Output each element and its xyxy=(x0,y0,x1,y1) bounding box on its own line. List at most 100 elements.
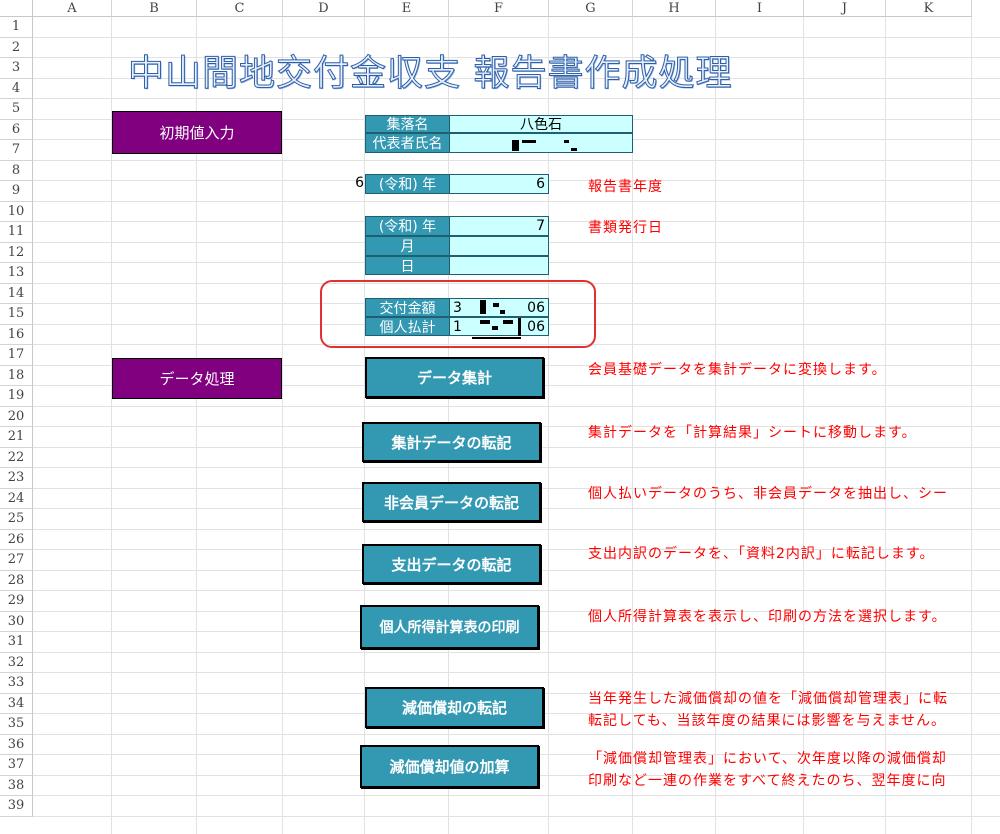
gridline xyxy=(33,282,1000,284)
redaction-mark xyxy=(564,140,569,143)
data-aggregate-button[interactable]: データ集計 xyxy=(365,357,544,398)
row-header[interactable]: 5 xyxy=(0,99,33,120)
row-header[interactable]: 37 xyxy=(0,755,33,776)
personal-total-prefix: 1 xyxy=(453,318,462,335)
gridline xyxy=(803,17,804,834)
gridline xyxy=(33,57,1000,58)
gridline xyxy=(632,17,633,834)
select-all-corner[interactable] xyxy=(0,0,33,17)
row-header[interactable]: 30 xyxy=(0,611,33,632)
row-header[interactable]: 12 xyxy=(0,242,33,263)
issue-year-label: (令和) 年 xyxy=(365,216,450,236)
row-header[interactable]: 3 xyxy=(0,58,33,79)
row-header[interactable]: 9 xyxy=(0,181,33,202)
gridline xyxy=(33,467,1000,468)
row-header[interactable]: 34 xyxy=(0,693,33,714)
row-header[interactable]: 10 xyxy=(0,201,33,222)
row-header[interactable]: 17 xyxy=(0,345,33,366)
row-header[interactable]: 39 xyxy=(0,796,33,817)
row-header[interactable]: 24 xyxy=(0,488,33,509)
representative-label: 代表者氏名 xyxy=(365,133,450,153)
personal-total-label: 個人払計 xyxy=(365,317,450,336)
row-header[interactable]: 38 xyxy=(0,775,33,796)
row-header[interactable]: 7 xyxy=(0,140,33,161)
column-header[interactable]: D xyxy=(283,0,365,17)
row-header[interactable]: 33 xyxy=(0,673,33,694)
row-header[interactable]: 14 xyxy=(0,283,33,304)
description-transfer-aggregate: 集計データを「計算結果」シートに移動します。 xyxy=(588,425,917,441)
transfer-aggregate-button[interactable]: 集計データの転記 xyxy=(362,422,541,462)
issue-date-note: 書類発行日 xyxy=(588,220,663,236)
row-header[interactable]: 21 xyxy=(0,427,33,448)
row-header[interactable]: 26 xyxy=(0,529,33,550)
village-name-label: 集落名 xyxy=(365,115,450,133)
village-name-value[interactable]: 八色石 xyxy=(449,115,633,133)
row-header[interactable]: 19 xyxy=(0,386,33,407)
transfer-depreciation-button[interactable]: 減価償却の転記 xyxy=(365,687,544,728)
print-income-table-button[interactable]: 個人所得計算表の印刷 xyxy=(360,605,539,649)
gridline xyxy=(282,17,283,834)
transfer-nonmember-button[interactable]: 非会員データの転記 xyxy=(362,482,541,522)
row-header[interactable]: 23 xyxy=(0,468,33,489)
row-header[interactable]: 16 xyxy=(0,324,33,345)
column-header[interactable]: A xyxy=(33,0,112,17)
day-value[interactable] xyxy=(449,256,549,275)
redaction-mark xyxy=(492,326,498,330)
row-header[interactable]: 28 xyxy=(0,570,33,591)
initial-input-button[interactable]: 初期値入力 xyxy=(112,111,282,154)
row-header[interactable]: 1 xyxy=(0,17,33,38)
row-header[interactable]: 13 xyxy=(0,263,33,284)
row-header[interactable]: 6 xyxy=(0,119,33,140)
column-header[interactable]: G xyxy=(549,0,633,17)
add-depreciation-button[interactable]: 減価償却値の加算 xyxy=(360,745,539,788)
row-header[interactable]: 31 xyxy=(0,632,33,653)
report-year-value[interactable]: 6 xyxy=(449,174,549,194)
grant-amount-value[interactable]: 3 06 xyxy=(449,298,549,317)
redaction-mark xyxy=(571,148,577,151)
report-year-label: (令和) 年 xyxy=(365,174,450,194)
row-header[interactable]: 2 xyxy=(0,37,33,58)
transfer-expense-button[interactable]: 支出データの転記 xyxy=(362,544,541,584)
column-header[interactable]: I xyxy=(716,0,804,17)
row-header[interactable]: 35 xyxy=(0,714,33,735)
gridline xyxy=(33,36,1000,38)
row-header[interactable]: 32 xyxy=(0,652,33,673)
month-value[interactable] xyxy=(449,236,549,256)
row-header[interactable]: 27 xyxy=(0,550,33,571)
redaction-mark xyxy=(493,303,499,307)
gridline xyxy=(33,344,1000,345)
row-header[interactable]: 22 xyxy=(0,447,33,468)
row-header[interactable]: 36 xyxy=(0,734,33,755)
column-header[interactable]: B xyxy=(112,0,197,17)
row-header[interactable]: 4 xyxy=(0,78,33,99)
gridline xyxy=(33,200,1000,202)
column-header[interactable]: J xyxy=(804,0,886,17)
gridline xyxy=(33,77,1000,79)
row-header[interactable]: 15 xyxy=(0,304,33,325)
column-header[interactable]: K xyxy=(886,0,972,17)
column-header[interactable]: C xyxy=(197,0,283,17)
representative-value[interactable] xyxy=(449,133,633,153)
data-processing-button[interactable]: データ処理 xyxy=(112,358,282,399)
personal-total-value[interactable]: 1 06 xyxy=(449,317,549,336)
redaction-mark xyxy=(480,300,486,314)
row-header[interactable]: 18 xyxy=(0,365,33,386)
row-header[interactable]: 29 xyxy=(0,591,33,612)
issue-year-value[interactable]: 7 xyxy=(449,216,549,236)
column-header[interactable]: H xyxy=(633,0,716,17)
column-header[interactable]: E xyxy=(365,0,449,17)
grant-amount-suffix: 06 xyxy=(527,299,545,316)
column-header[interactable]: F xyxy=(449,0,549,17)
redaction-mark xyxy=(500,310,505,314)
highlight-circle xyxy=(320,280,596,348)
description-print-income: 個人所得計算表を表示し、印刷の方法を選択します。 xyxy=(588,609,947,625)
row-header[interactable]: 25 xyxy=(0,509,33,530)
page-title: 中山間地交付金収支 報告書作成処理 xyxy=(127,53,733,95)
gridline xyxy=(885,17,886,834)
row-header[interactable]: 20 xyxy=(0,406,33,427)
grant-amount-prefix: 3 xyxy=(453,299,462,316)
row-header[interactable]: 11 xyxy=(0,222,33,243)
gridline xyxy=(33,159,1000,161)
row-header[interactable]: 8 xyxy=(0,160,33,181)
